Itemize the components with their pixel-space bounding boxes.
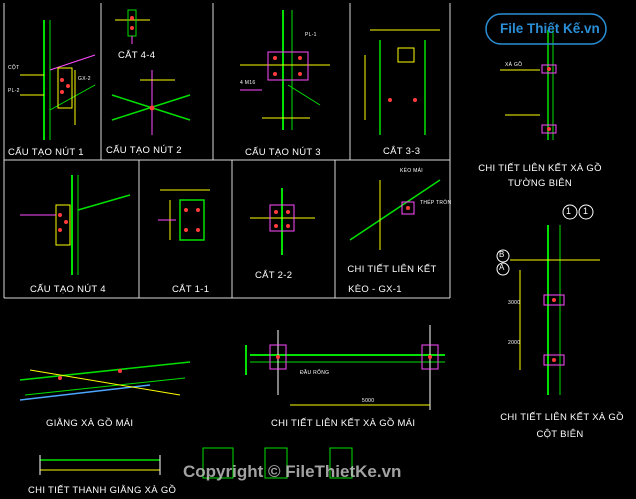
note-2000: 2000 [508, 340, 521, 346]
note-3000: 3000 [508, 300, 521, 306]
title-giang-xago-mai: GIẰNG XÀ GỒ MÁI [46, 418, 134, 429]
drawing-cat-3-3 [364, 29, 440, 135]
drawing-nut-1 [20, 20, 96, 140]
title-cot-bien-line1: CHI TIẾT LIÊN KẾT XÀ GỒ [500, 412, 624, 423]
title-xago-mai: CHI TIẾT LIÊN KẾT XÀ GỒ MÁI [271, 418, 416, 429]
title-cat-2-2: CẮT 2-2 [255, 270, 293, 281]
note-thep-tron: THÉP TRÒN [420, 200, 452, 206]
title-thanh-giang: CHI TIẾT THANH GIẰNG XÀ GỒ [28, 485, 177, 496]
note-m16: 4 M16 [240, 80, 256, 86]
title-nut-1: CẤU TẠO NÚT 1 [8, 147, 84, 158]
note-keo-mai: KÈO MÁI [400, 168, 423, 174]
grid-marker-1a: 1 [566, 206, 572, 216]
note-xago: XÀ GỒ [505, 62, 523, 68]
drawing-thanh-giang [39, 447, 353, 479]
title-nut-3: CẤU TẠO NÚT 3 [245, 147, 321, 158]
title-xago-tuong-line2: TƯỜNG BIÊN [507, 178, 573, 189]
logo-mark-icon [485, 13, 607, 45]
title-nut-2: CẤU TẠO NÚT 2 [106, 145, 182, 156]
title-cat-1-1: CẮT 1-1 [172, 284, 210, 295]
copyright-watermark: Copyright © FileThietKe.vn [183, 462, 402, 481]
site-logo[interactable]: File Thiết Kế.vn [484, 10, 609, 48]
title-keo-line2: KÈO - GX-1 [348, 284, 402, 295]
drawing-cot-bien [496, 204, 600, 395]
note-5000: 5000 [362, 398, 375, 404]
title-keo-line1: CHI TIẾT LIÊN KẾT [347, 264, 437, 275]
note-pl1: PL-1 [305, 32, 317, 38]
note-gx2: GX-2 [78, 76, 91, 82]
panel-frame [3, 3, 451, 299]
drawing-cat-1-1 [158, 189, 210, 241]
drawing-xago-mai [245, 325, 445, 410]
note-dau-rong: ĐẦU RỐNG [300, 370, 330, 376]
title-nut-4: CẤU TẠO NÚT 4 [30, 284, 106, 295]
drawing-xago-tuong [500, 30, 557, 140]
title-cat-4-4: CẮT 4-4 [118, 50, 156, 61]
note-pl2: PL-2 [8, 88, 20, 94]
drawing-giang-xago [19, 361, 191, 401]
grid-marker-a: A [499, 263, 505, 272]
title-cat-3-3: CẮT 3-3 [383, 146, 421, 157]
grid-marker-1b: 1 [583, 206, 589, 216]
drawing-cat-4-4 [115, 9, 150, 44]
drawing-nut-4 [20, 175, 131, 275]
title-cot-bien-line2: CỘT BIÊN [536, 429, 584, 440]
drawing-nut-2 [111, 70, 191, 135]
drawing-cat-2-2 [250, 188, 315, 255]
drawing-keo-gx1 [349, 179, 441, 250]
title-xago-tuong-line1: CHI TIẾT LIÊN KẾT XÀ GỒ [478, 163, 602, 174]
note-cot: CỘT [8, 65, 20, 71]
drawing-nut-3 [240, 10, 330, 130]
grid-marker-b: B [499, 250, 505, 259]
logo-text: File Thiết Kế.vn [500, 21, 600, 36]
